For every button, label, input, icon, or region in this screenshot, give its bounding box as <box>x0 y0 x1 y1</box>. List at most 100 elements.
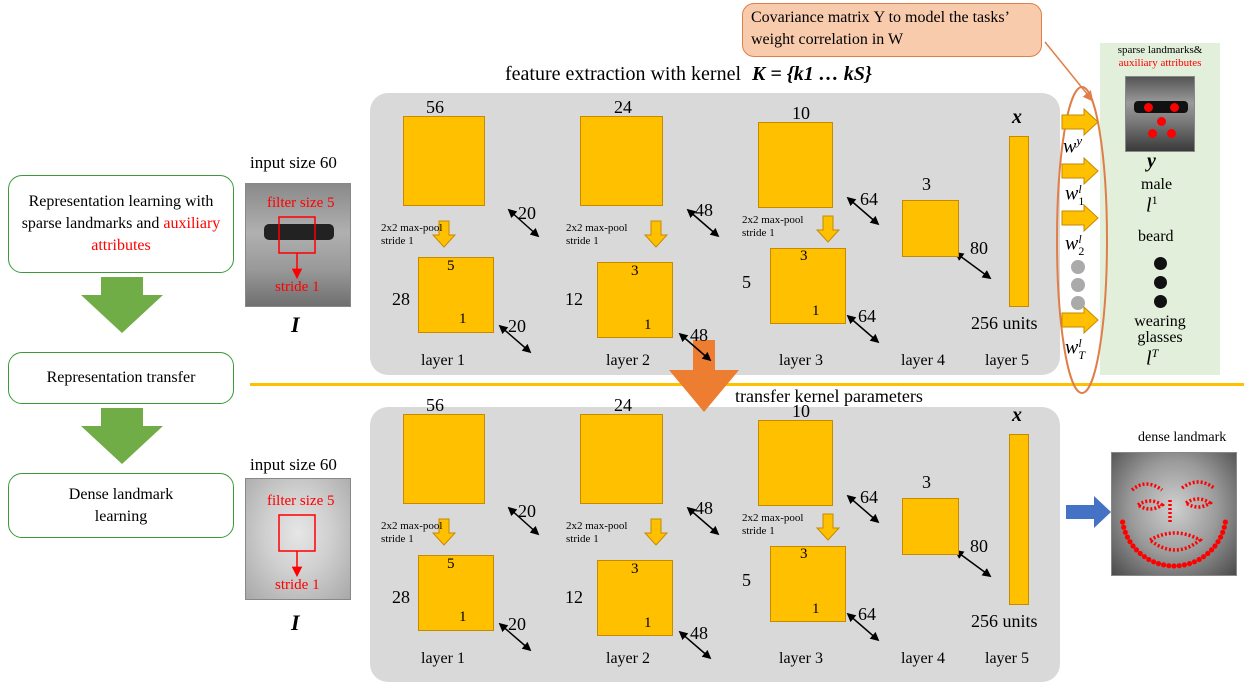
layer4-size: 3 <box>922 174 931 194</box>
landmark-dot <box>1144 103 1153 112</box>
layer2-bottom-size: 12 <box>565 587 583 607</box>
layer5-symbol: x <box>1012 404 1022 426</box>
transfer-label: transfer kernel parameters <box>735 386 923 406</box>
layer4-name: layer 4 <box>901 352 945 369</box>
layer1-bottom-size: 28 <box>392 289 410 309</box>
layer3-kernel-stride: 1 <box>812 303 820 319</box>
layer2-depth: 48 <box>695 498 713 518</box>
layer2-depth2: 48 <box>690 325 708 345</box>
layer2-top-size: 24 <box>614 395 632 415</box>
layer1-name: layer 1 <box>421 650 465 667</box>
layer5-units: 256 units <box>971 611 1038 631</box>
l1-symbol: l1 <box>1146 193 1158 217</box>
task-beard: beard <box>1138 228 1174 245</box>
layer3-block-bottom <box>770 248 846 324</box>
layer3-block-top <box>758 420 833 506</box>
layer2-stride-label: stride 1 <box>566 533 599 545</box>
layer2-kernel-size: 3 <box>631 263 639 279</box>
layer2-block-top <box>580 414 663 504</box>
input-size-label-top: input size 60 <box>250 153 337 172</box>
layer3-name: layer 3 <box>779 352 823 369</box>
layer2-depth: 48 <box>695 200 713 220</box>
layer5-block <box>1009 434 1029 605</box>
layer2-stride-label: stride 1 <box>566 235 599 247</box>
layer1-depth: 20 <box>518 501 536 521</box>
layer1-name: layer 1 <box>421 352 465 369</box>
layer2-bottom-size: 12 <box>565 289 583 309</box>
layer4-depth: 80 <box>970 238 988 258</box>
layer3-depth: 64 <box>860 189 878 209</box>
layer2-pool-label: 2x2 max-pool <box>566 222 628 234</box>
layer3-pool-label: 2x2 max-pool <box>742 512 804 524</box>
layer4-block <box>902 498 959 555</box>
layer4-name: layer 4 <box>901 650 945 667</box>
layer3-top-size: 10 <box>792 103 810 123</box>
task-wearing-glasses: wearing glasses <box>1134 313 1186 346</box>
landmark-dot <box>1148 129 1157 138</box>
layer3-kernel-stride: 1 <box>812 601 820 617</box>
layer1-kernel-stride: 1 <box>459 311 467 327</box>
image-symbol-bottom: I <box>291 610 300 635</box>
layer1-depth2: 20 <box>508 316 526 336</box>
task-title-black: sparse landmarks& <box>1117 44 1203 56</box>
layer1-top-size: 56 <box>426 395 444 415</box>
layer1-kernel-size: 5 <box>447 258 455 274</box>
step-down-arrow <box>81 277 163 333</box>
filter-size-label: filter size 5 <box>267 195 335 211</box>
layer1-stride-label: stride 1 <box>381 533 414 545</box>
layer2-name: layer 2 <box>606 650 650 667</box>
layer2-pool-label: 2x2 max-pool <box>566 520 628 532</box>
kernel-formula: K = {k1 … kS} <box>752 63 872 85</box>
dense-landmark-face <box>1111 452 1237 576</box>
layer1-block-top <box>403 414 485 504</box>
lT-symbol: lT <box>1146 346 1159 370</box>
layer3-bottom-size: 5 <box>742 570 751 590</box>
step-representation-learning: Representation learning with sparse land… <box>8 175 234 273</box>
layer3-top-size: 10 <box>792 401 810 421</box>
image-symbol-top: I <box>291 312 300 337</box>
covariance-callout: Covariance matrix Υ to model the tasks’ … <box>742 3 1042 57</box>
layer4-block <box>902 200 959 257</box>
weight-arrow <box>1061 156 1099 186</box>
layer3-block-bottom <box>770 546 846 622</box>
layer5-name: layer 5 <box>985 352 1029 369</box>
layer4-depth: 80 <box>970 536 988 556</box>
layer5-symbol: x <box>1012 106 1022 128</box>
layer1-bottom-size: 28 <box>392 587 410 607</box>
layer5-block <box>1009 136 1029 307</box>
weight-arrow <box>1061 305 1099 335</box>
layer5-units: 256 units <box>971 313 1038 333</box>
layer1-kernel-stride: 1 <box>459 609 467 625</box>
layer1-block-top <box>403 116 485 206</box>
layer2-block-top <box>580 116 663 206</box>
face-photo-sparse <box>1125 76 1195 152</box>
weight-ellipsis-dot <box>1071 296 1085 310</box>
sunglasses <box>1134 101 1188 113</box>
ellipsis-dot <box>1154 257 1167 270</box>
landmark-dot <box>1167 129 1176 138</box>
layer3-bottom-size: 5 <box>742 272 751 292</box>
header-text: feature extraction with kernel <box>505 63 741 85</box>
task-title-red: auxiliary attributes <box>1118 57 1202 69</box>
layer2-depth2: 48 <box>690 623 708 643</box>
layer2-kernel-stride: 1 <box>644 317 652 333</box>
task-male: male <box>1141 176 1173 193</box>
layer1-block-bottom <box>418 257 494 333</box>
layer3-pool-label: 2x2 max-pool <box>742 214 804 226</box>
layer1-depth: 20 <box>518 203 536 223</box>
stride-label: stride 1 <box>275 577 320 593</box>
layer1-kernel-size: 5 <box>447 556 455 572</box>
layer2-name: layer 2 <box>606 352 650 369</box>
weight-ellipsis-dot <box>1071 278 1085 292</box>
sunglasses <box>264 224 334 240</box>
layer3-stride-label: stride 1 <box>742 227 775 239</box>
layer3-name: layer 3 <box>779 650 823 667</box>
weight-arrow <box>1061 107 1099 137</box>
layer1-top-size: 56 <box>426 97 444 117</box>
layer3-stride-label: stride 1 <box>742 525 775 537</box>
ellipsis-dot <box>1154 295 1167 308</box>
weight-wy: wy <box>1063 133 1083 158</box>
